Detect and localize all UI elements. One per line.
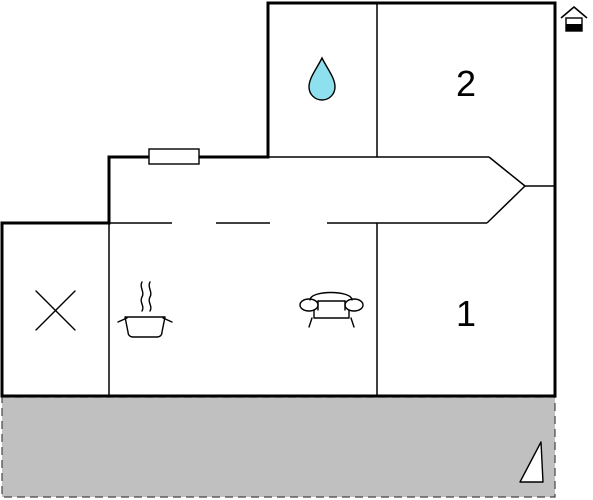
outer-walls: [0, 1, 557, 398]
house-icon: [560, 6, 588, 32]
cooking-pot-icon: [117, 281, 173, 338]
terrace-area: [1, 396, 556, 498]
interior-walls: [108, 3, 555, 396]
water-drop-icon: [308, 56, 336, 101]
room-label-1: 1: [456, 293, 476, 334]
room-label-2: 2: [456, 63, 476, 104]
window: [148, 148, 200, 165]
cross-icon: [35, 290, 76, 331]
sofa-icon: [299, 291, 364, 328]
north-arrow-icon: [519, 441, 544, 483]
